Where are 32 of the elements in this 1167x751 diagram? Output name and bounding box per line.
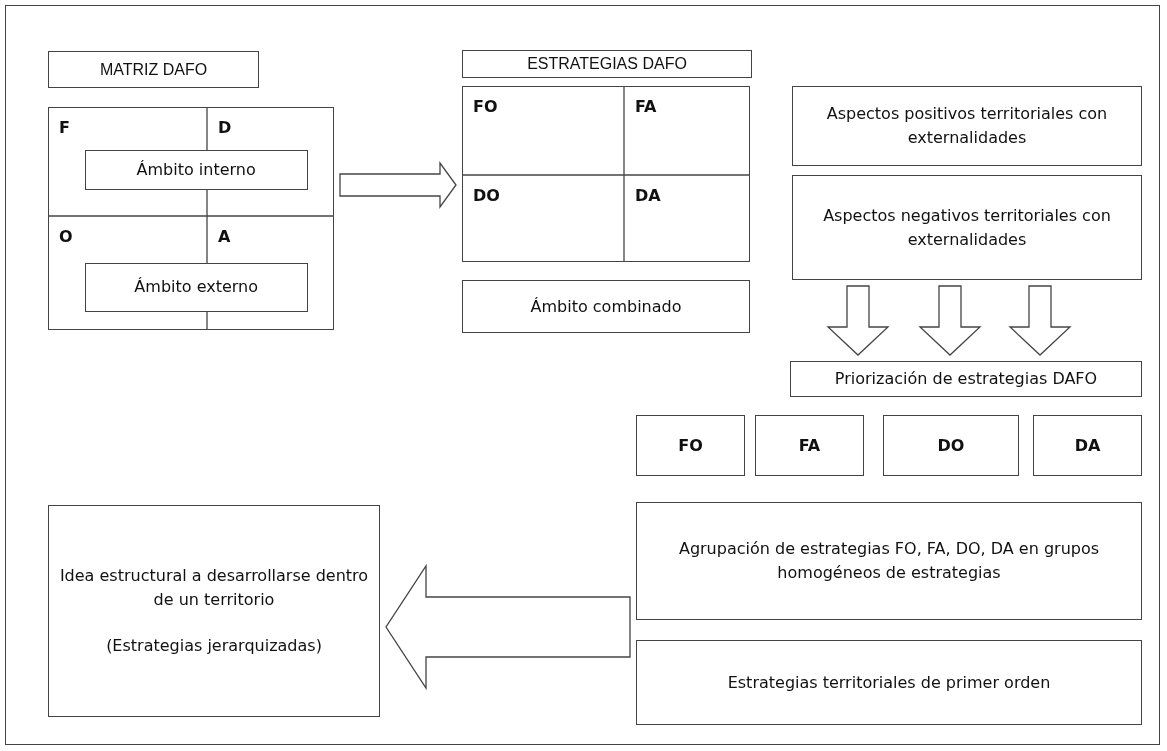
block-arrow [339,161,457,209]
strategy-grid [462,86,750,262]
process-box: Estrategias territoriales de primer orden [636,640,1142,725]
quadrant-cell: FO [473,95,498,119]
title-box: ESTRATEGIAS DAFO [462,50,752,78]
quadrant-cell: D [218,116,232,140]
strategy-box: FA [755,415,864,476]
quadrant-cell: O [59,225,73,249]
quadrant-cell: F [59,116,70,140]
matrix-grid [48,107,334,330]
aspect-box: Aspectos negativos territoriales con externalidades [792,175,1142,280]
block-arrow [826,285,890,356]
title-box: MATRIZ DAFO [48,51,259,88]
scope-box: Ámbito externo [84,262,308,312]
strategy-box: FO [636,415,745,476]
scope-box: Ámbito interno [84,149,308,190]
quadrant-cell: DA [635,184,661,208]
result-box [48,505,380,717]
quadrant-cell: A [218,225,231,249]
box-text: Idea estructural a desarrollarse dentro de un territorio [58,565,370,611]
block-arrow [918,285,982,356]
quadrant-cell: DO [473,184,500,208]
box-note: (Estrategias jerarquizadas) [106,635,322,657]
aspect-box: Aspectos positivos territoriales con externalidades [792,86,1142,166]
strategy-box: DA [1033,415,1142,476]
block-arrow [385,563,631,691]
scope-box: Ámbito combinado [462,280,750,333]
strategy-box: DO [883,415,1019,476]
process-box: Agrupación de estrategias FO, FA, DO, DA en grupos homogéneos de estrategias [636,502,1142,620]
process-box: Priorización de estrategias DAFO [790,361,1142,397]
quadrant-cell: FA [635,95,657,119]
block-arrow [1008,285,1072,356]
